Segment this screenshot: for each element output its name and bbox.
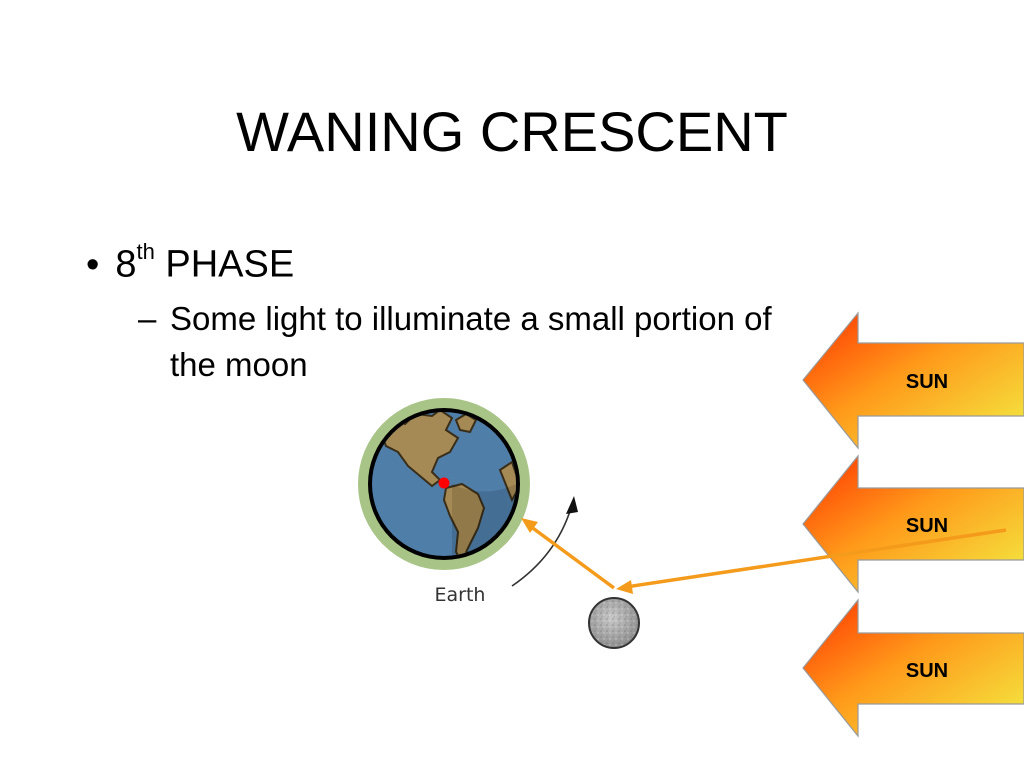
slide-title: WANING CRESCENT (236, 100, 788, 163)
moon-icon (588, 597, 640, 649)
orbit-direction-arrow (511, 496, 578, 587)
phase-superscript: th (136, 239, 155, 264)
bullet-phase: • 8th PHASE (86, 230, 294, 291)
phase-text: PHASE (165, 243, 295, 286)
sun-label-2: SUN (906, 515, 948, 537)
sunlight-ray (616, 528, 1007, 594)
earth-icon (358, 398, 530, 570)
description-line-1: –Some light to illuminate a small portio… (138, 296, 918, 342)
reflected-light-ray (521, 518, 616, 590)
sun-arrow-3: SUN (802, 598, 1024, 738)
sun-label-1: SUN (906, 371, 948, 393)
bullet-description: –Some light to illuminate a small portio… (138, 296, 918, 388)
description-text-1: Some light to illuminate a small portion… (170, 300, 772, 337)
earth-location-marker (438, 477, 450, 489)
sun-arrow-1: SUN (802, 311, 1024, 450)
sun-arrow-2: SUN (802, 454, 1024, 594)
bullet-dash: – (138, 300, 157, 337)
bullet-dot: • (86, 243, 100, 286)
phase-number: 8 (115, 243, 137, 286)
sun-label-3: SUN (906, 660, 948, 682)
earth-label: Earth (435, 584, 486, 606)
description-line-2: the moon (170, 346, 308, 383)
